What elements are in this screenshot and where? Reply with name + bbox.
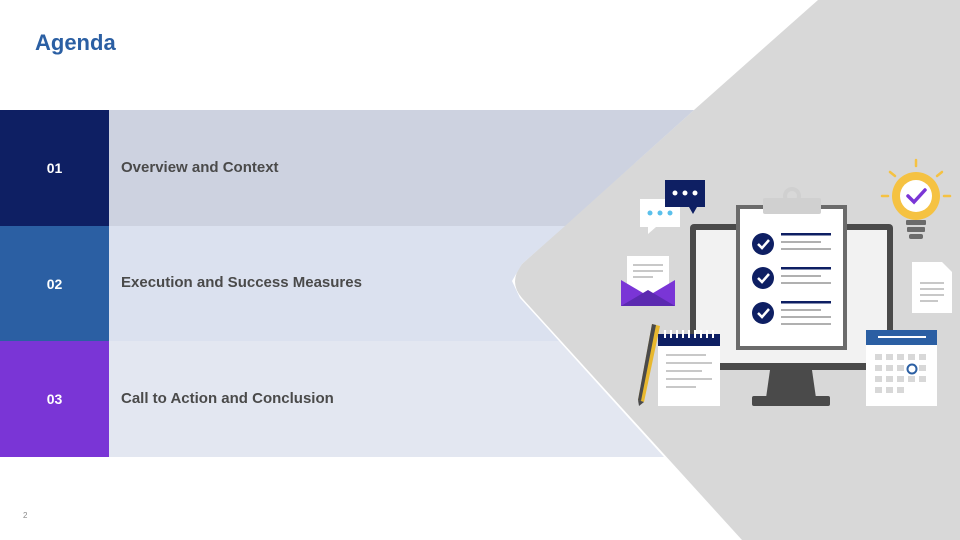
agenda-item-3: 03 Call to Action and Conclusion (0, 341, 700, 457)
agenda-item-label: Execution and Success Measures (121, 274, 362, 291)
lightbulb-icon (880, 158, 952, 239)
checklist-illustration (621, 158, 952, 406)
document-icon (912, 262, 952, 313)
clipboard-checklist-icon (736, 187, 847, 350)
page-title: Agenda (35, 30, 116, 55)
band-2 (109, 226, 565, 341)
notepad-icon (658, 330, 720, 406)
agenda-item-2: 02 Execution and Success Measures (0, 226, 700, 341)
band-3 (109, 341, 664, 457)
agenda-item-number: 01 (0, 110, 109, 226)
agenda-item-label: Overview and Context (121, 158, 279, 176)
pen-icon (638, 324, 660, 406)
slide-number: 2 (23, 511, 28, 520)
agenda-item-label: Call to Action and Conclusion (121, 389, 334, 407)
calendar-icon (866, 330, 937, 406)
agenda-item-number: 03 (0, 341, 109, 457)
chat-bubble-icon (640, 180, 705, 234)
envelope-icon (621, 256, 675, 306)
agenda-item-1: 01 Overview and Context (0, 110, 700, 226)
agenda-item-number: 02 (0, 226, 109, 341)
band-1 (109, 110, 694, 226)
